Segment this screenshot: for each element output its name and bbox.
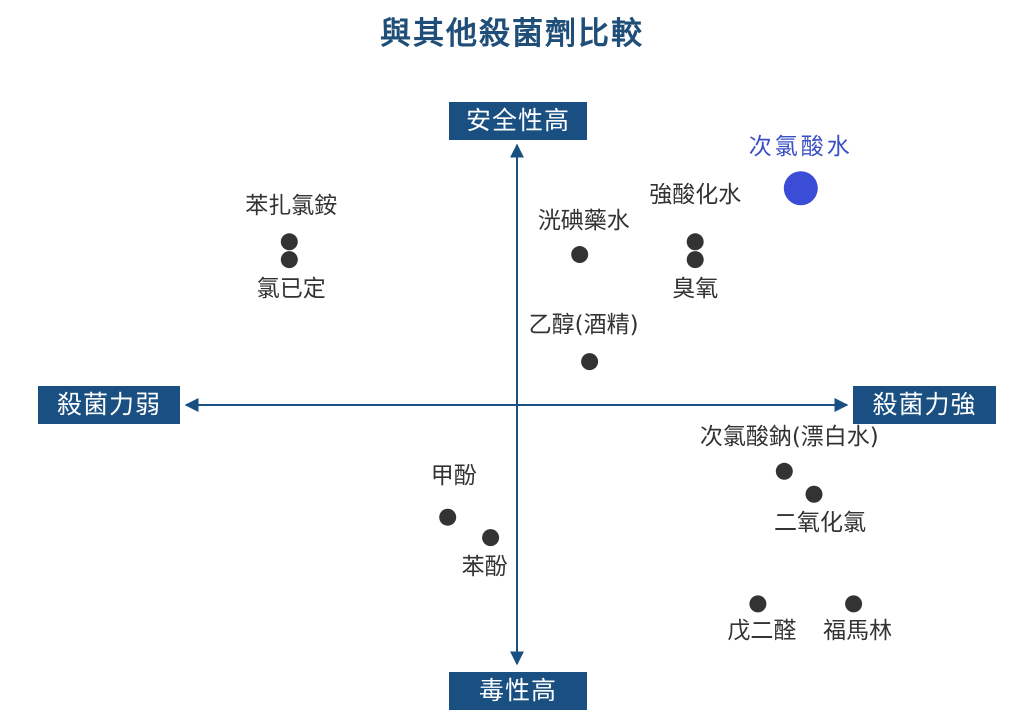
data-point	[775, 462, 793, 480]
point-label: 氯已定	[256, 275, 326, 302]
axis-label-safety-high: 安全性高	[449, 102, 587, 140]
axis-label-strong-sterilization: 殺菌力強	[853, 386, 996, 424]
data-point	[571, 246, 589, 264]
axis-label-toxicity-high: 毒性高	[449, 672, 587, 710]
point-label: 強酸化水	[649, 181, 742, 208]
chart-title: 與其他殺菌劑比較	[380, 16, 644, 52]
point-label: 次氯酸鈉(漂白水)	[699, 424, 879, 451]
data-point	[686, 233, 704, 251]
point-label: 臭氧	[672, 275, 719, 302]
data-point	[581, 353, 599, 371]
data-point	[805, 485, 823, 503]
data-point-highlight	[783, 171, 818, 206]
data-point	[482, 529, 500, 547]
point-label: 洸碘藥水	[537, 207, 630, 234]
data-point	[280, 251, 298, 269]
data-point	[749, 595, 767, 613]
point-label: 乙醇(酒精)	[528, 311, 639, 338]
axis-label-weak-sterilization: 殺菌力弱	[38, 386, 180, 424]
point-label: 福馬林	[823, 617, 893, 644]
point-label: 戊二醛	[727, 617, 797, 644]
point-label: 甲酚	[430, 463, 477, 490]
points-layer	[280, 171, 863, 613]
data-point	[686, 251, 704, 269]
point-label: 苯扎氯銨	[245, 192, 338, 219]
data-point	[845, 595, 863, 613]
data-point	[280, 233, 298, 251]
point-label: 次氯酸水	[748, 134, 853, 161]
data-point	[439, 508, 457, 526]
point-label: 苯酚	[461, 553, 508, 580]
point-label: 二氧化氯	[774, 510, 866, 537]
